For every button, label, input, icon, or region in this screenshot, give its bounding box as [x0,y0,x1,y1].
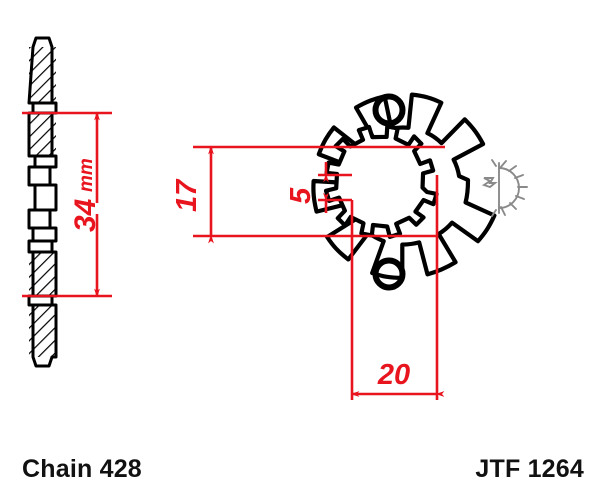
splined-center-bore [323,124,439,239]
chain-label: Chain 428 [22,455,142,483]
bolt-hole-top [372,93,406,127]
dimension-17-value: 17 [171,178,203,212]
dimension-20-value: 20 [377,359,410,391]
dimension-34mm-value: 34 [69,198,102,232]
dimension-5: 5 [285,162,352,213]
bolt-hole-bottom [372,257,406,291]
bolt-holes [372,93,406,291]
dimension-34mm: 34 mm [22,111,112,298]
part-number-label: JTF 1264 [475,455,584,483]
dimension-20: 20 [350,175,445,400]
dimension-17: 17 [171,145,445,244]
dimension-5-value: 5 [285,187,317,204]
dimension-34mm-unit: mm [76,158,97,192]
jt-sprocket-logo [481,159,528,217]
